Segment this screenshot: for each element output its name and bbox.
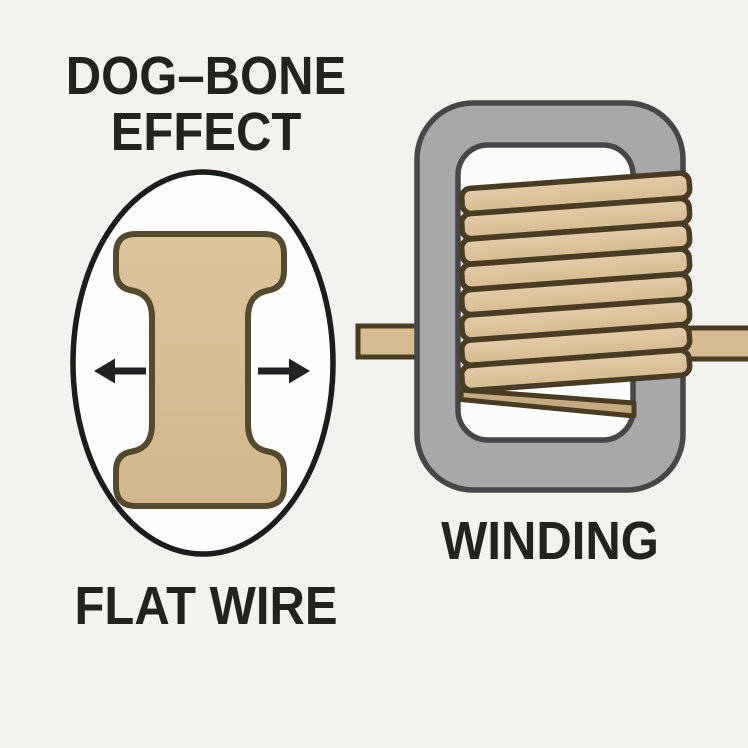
winding-turn bbox=[458, 347, 693, 394]
winding-group bbox=[355, 100, 748, 493]
expand-right-arrow-icon bbox=[258, 358, 310, 384]
left-wire-lead bbox=[355, 323, 427, 360]
page-title-line1: DOG–BONE bbox=[65, 46, 347, 107]
right-arrow-head bbox=[289, 358, 310, 384]
winding-front-turns bbox=[458, 170, 693, 394]
winding-crossover-turn bbox=[458, 387, 637, 419]
left-arrow-head bbox=[94, 358, 115, 384]
flat-wire-caption: FLAT WIRE bbox=[74, 576, 338, 637]
flat-wire-cross-section-group bbox=[70, 169, 336, 557]
dog-bone-wire-shape bbox=[113, 231, 287, 509]
winding-caption: WINDING bbox=[441, 511, 659, 572]
core-ring bbox=[414, 100, 686, 493]
page-title-line2: EFFECT bbox=[110, 102, 302, 163]
expand-left-arrow-icon bbox=[94, 358, 146, 384]
